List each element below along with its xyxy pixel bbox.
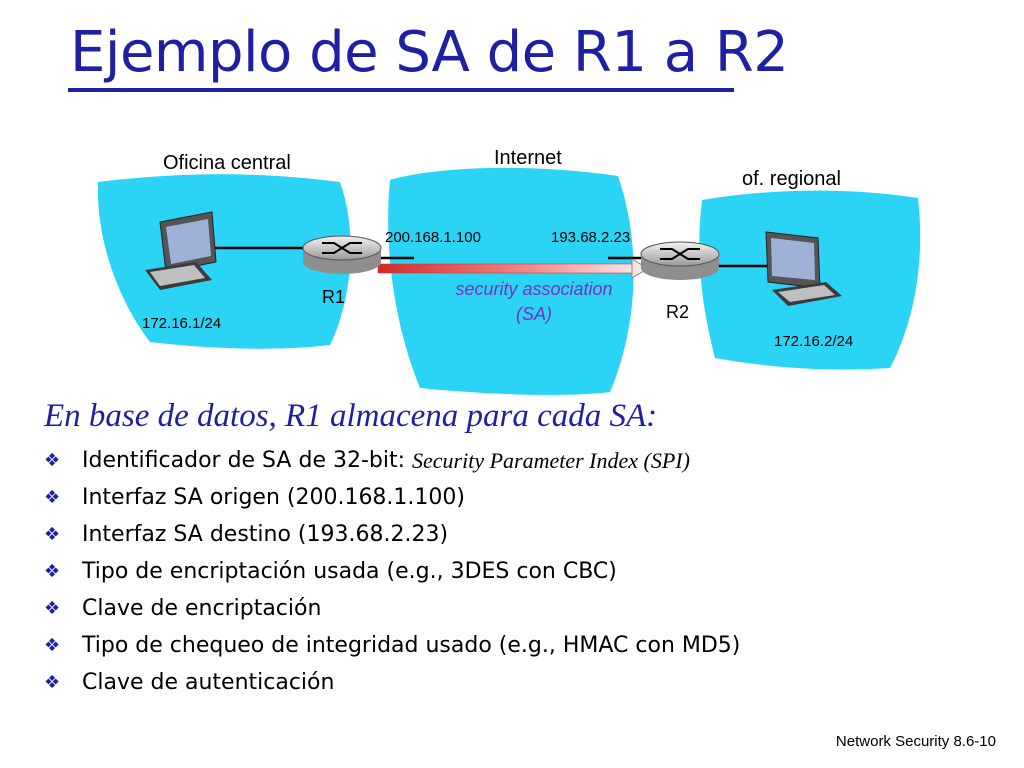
diamond-quad-icon: ❖ bbox=[44, 635, 61, 656]
diamond-quad-icon: ❖ bbox=[44, 524, 61, 545]
router-r2-icon bbox=[640, 241, 720, 280]
sa-label-line2: (SA) bbox=[516, 304, 552, 324]
sa-label-line1: security association bbox=[455, 279, 612, 299]
list-item-text: Clave de autenticación bbox=[82, 670, 335, 695]
hq-computer-icon bbox=[145, 211, 217, 290]
list-item: ❖ Tipo de chequeo de integridad usado (e… bbox=[44, 627, 740, 664]
diamond-quad-icon: ❖ bbox=[44, 561, 61, 582]
page-title: Ejemplo de SA de R1 a R2 bbox=[70, 20, 789, 85]
list-item: ❖ Identificador de SA de 32-bit: Securit… bbox=[44, 442, 740, 479]
list-item: ❖ Tipo de encriptación usada (e.g., 3DES… bbox=[44, 553, 740, 590]
list-item-italic: Security Parameter Index (SPI) bbox=[412, 448, 690, 473]
title-underline bbox=[68, 88, 734, 92]
list-item: ❖ Interfaz SA origen (200.168.1.100) bbox=[44, 479, 740, 516]
list-item-text: Tipo de encriptación usada (e.g., 3DES c… bbox=[82, 559, 617, 584]
regional-label: of. regional bbox=[742, 168, 841, 190]
slide-footer: Network Security 8.6-10 bbox=[835, 733, 996, 750]
hq-cloud bbox=[97, 174, 351, 349]
list-item: ❖ Clave de encriptación bbox=[44, 590, 740, 627]
section-subtitle: En base de datos, R1 almacena para cada … bbox=[44, 398, 658, 434]
list-item-text: Interfaz SA origen (200.168.1.100) bbox=[82, 485, 465, 510]
list-item-text: Identificador de SA de 32-bit: bbox=[82, 448, 413, 473]
list-item-text: Clave de encriptación bbox=[82, 596, 322, 621]
r2-label: R2 bbox=[666, 302, 689, 322]
r1-label: R1 bbox=[322, 287, 345, 307]
router-r1-icon bbox=[302, 235, 382, 274]
list-item: ❖ Interfaz SA destino (193.68.2.23) bbox=[44, 516, 740, 553]
list-item: ❖ Clave de autenticación bbox=[44, 664, 740, 701]
network-diagram: Oficina central Internet of. regional 20… bbox=[97, 147, 921, 395]
regional-computer-icon bbox=[765, 231, 842, 306]
r2-ip: 193.68.2.23 bbox=[551, 229, 630, 246]
diamond-quad-icon: ❖ bbox=[44, 450, 61, 471]
list-item-text: Tipo de chequeo de integridad usado (e.g… bbox=[82, 633, 741, 658]
hq-subnet: 172.16.1/24 bbox=[142, 315, 221, 332]
internet-cloud bbox=[388, 167, 634, 395]
diamond-quad-icon: ❖ bbox=[44, 487, 61, 508]
sa-arrow bbox=[377, 258, 649, 279]
diamond-quad-icon: ❖ bbox=[44, 598, 61, 619]
internet-label: Internet bbox=[494, 147, 562, 169]
sa-fields-list: ❖ Identificador de SA de 32-bit: Securit… bbox=[44, 442, 740, 701]
list-item-text: Interfaz SA destino (193.68.2.23) bbox=[82, 522, 449, 547]
hq-label: Oficina central bbox=[163, 152, 291, 174]
regional-subnet: 172.16.2/24 bbox=[774, 333, 853, 350]
r1-ip: 200.168.1.100 bbox=[385, 229, 481, 246]
diamond-quad-icon: ❖ bbox=[44, 672, 61, 693]
